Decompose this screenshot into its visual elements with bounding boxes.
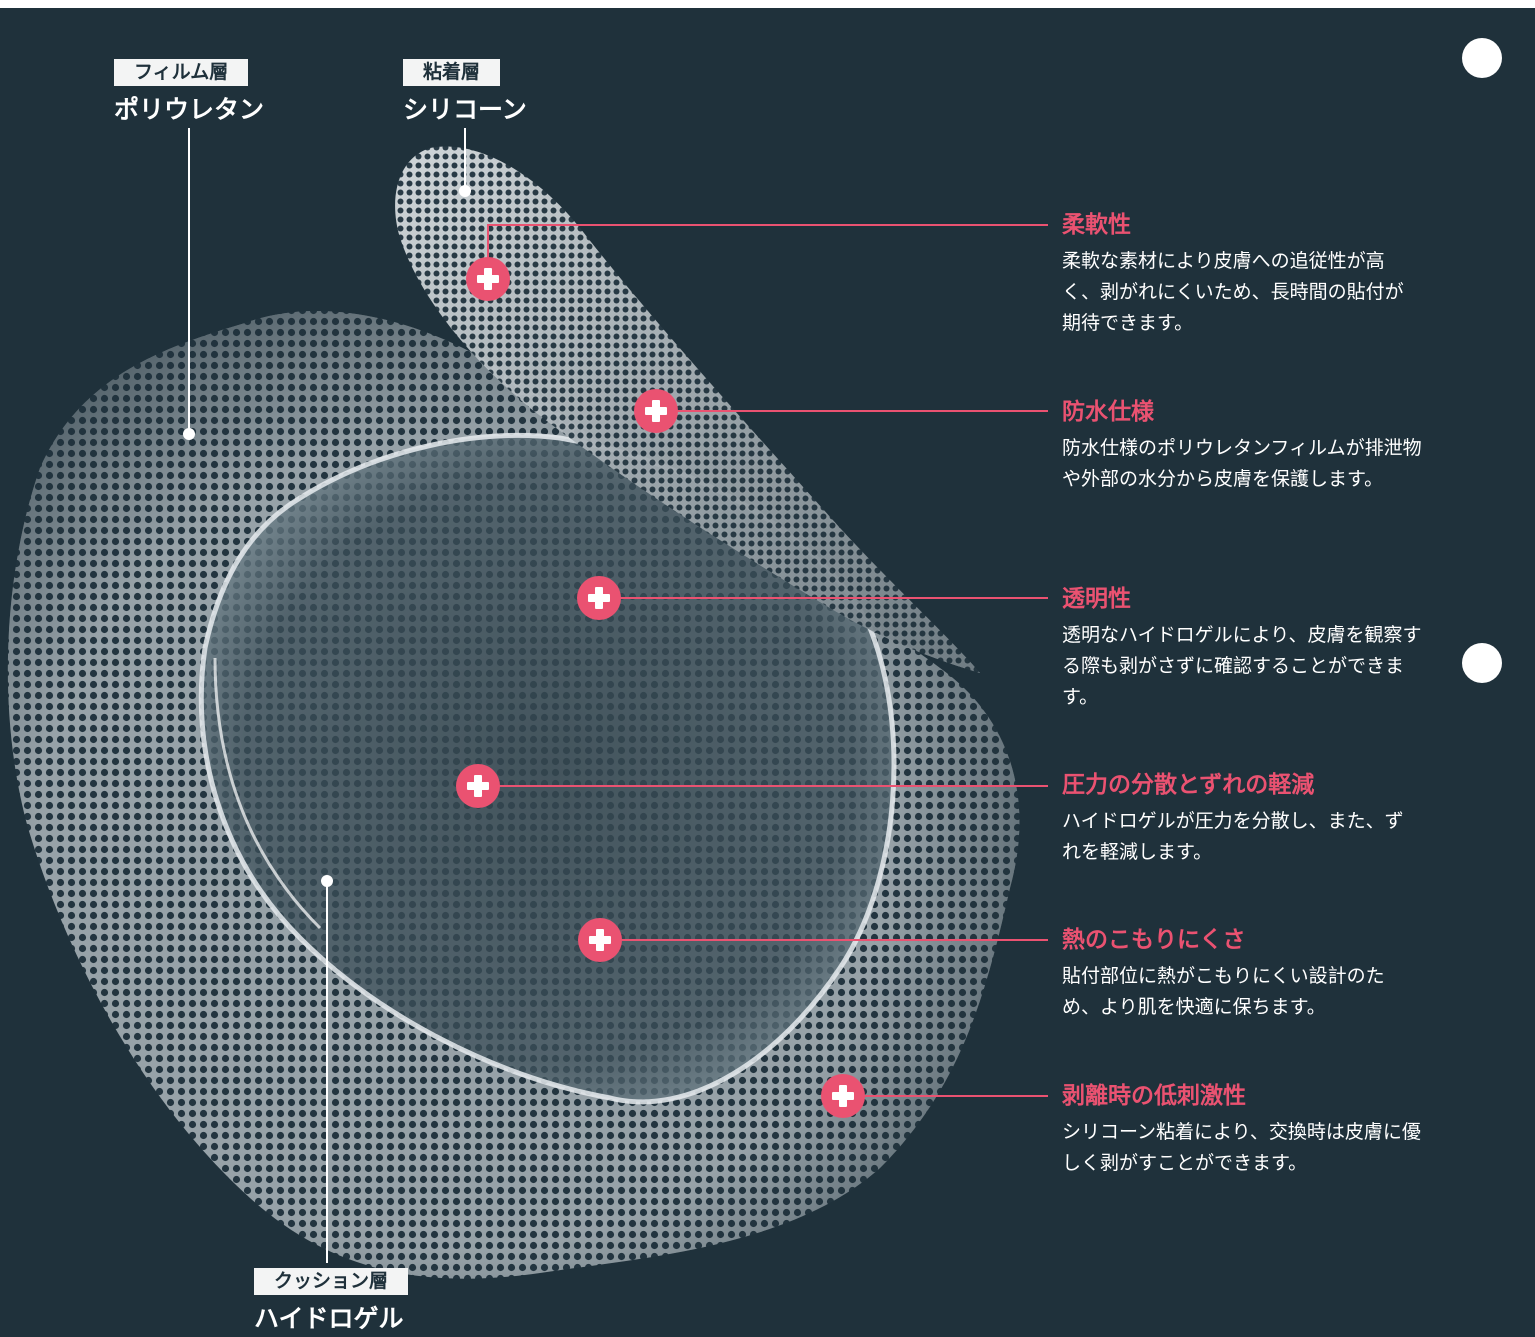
feature-title: 熱のこもりにくさ [1062,927,1246,953]
feature-title: 透明性 [1062,586,1131,612]
feature-transparency: 透明性 透明なハイドロゲルにより、皮膚を観察する際も剥がさずに確認することができ… [1062,584,1422,713]
layer-label-cushion: クッション層 ハイドロゲル [254,1268,409,1335]
feature-title: 剥離時の低刺激性 [1062,1083,1246,1109]
layer-tag: 粘着層 [403,59,501,86]
layer-leader-lines [183,128,471,1263]
feature-pressure-distribution: 圧力の分散とずれの軽減 ハイドロゲルが圧力を分散し、また、ずれを軽減します。 [1062,770,1422,868]
feature-title: 防水仕様 [1062,399,1154,425]
feature-heat-dissipation: 熱のこもりにくさ 貼付部位に熱がこもりにくい設計のため、より肌を快適に保ちます。 [1062,925,1422,1023]
feature-title: 圧力の分散とずれの軽減 [1062,772,1315,798]
feature-waterproof: 防水仕様 防水仕様のポリウレタンフィルムが排泄物や外部の水分から皮膚を保護します… [1062,397,1422,495]
dressing-illustration [7,128,1048,1279]
plus-marker-icon [821,1074,865,1118]
feature-description: 防水仕様のポリウレタンフィルムが排泄物や外部の水分から皮膚を保護します。 [1062,437,1422,490]
plus-marker-icon [578,918,622,962]
layer-tag: クッション層 [254,1268,409,1295]
layer-label-film: フィルム層 ポリウレタン [114,59,264,126]
feature-title: 柔軟性 [1062,212,1131,238]
nav-dot-icon[interactable] [1462,643,1502,683]
feature-description: 透明なハイドロゲルにより、皮膚を観察する際も剥がさずに確認することができます。 [1062,624,1422,708]
plus-marker-icon [466,257,510,301]
feature-description: 貼付部位に熱がこもりにくい設計のため、より肌を快適に保ちます。 [1062,965,1385,1018]
feature-description: 柔軟な素材により皮膚への追従性が高く、剥がれにくいため、長時間の貼付が期待できま… [1062,250,1404,334]
layer-name: ハイドロゲル [254,1304,404,1333]
layer-tag: フィルム層 [114,59,249,86]
nav-dot-icon[interactable] [1462,38,1502,78]
diagram-stage: フィルム層 ポリウレタン 粘着層 シリコーン クッション層 ハイドロゲル 柔軟性… [0,8,1535,1337]
layer-name: シリコーン [403,95,527,124]
feature-description: ハイドロゲルが圧力を分散し、また、ずれを軽減します。 [1062,810,1404,863]
feature-description: シリコーン粘着により、交換時は皮膚に優しく剥がすことができます。 [1062,1121,1421,1174]
plus-marker-icon [577,576,621,620]
feature-low-irritation: 剥離時の低刺激性 シリコーン粘着により、交換時は皮膚に優しく剥がすことができます… [1062,1081,1422,1179]
plus-marker-icon [634,389,678,433]
layer-label-adhesive: 粘着層 シリコーン [403,59,527,126]
feature-leader-lines [478,224,1048,1097]
plus-marker-icon [456,764,500,808]
feature-flexibility: 柔軟性 柔軟な素材により皮膚への追従性が高く、剥がれにくいため、長時間の貼付が期… [1062,210,1422,339]
hydrogel-cushion-shape [201,435,894,1102]
layer-name: ポリウレタン [114,95,265,124]
